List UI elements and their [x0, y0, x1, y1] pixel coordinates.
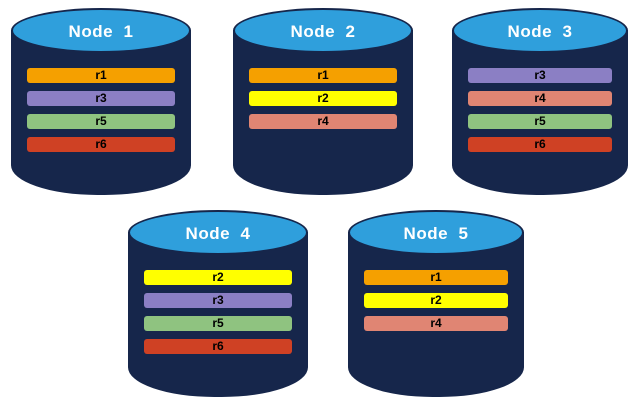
replica-bar-r6[interactable]: r6	[27, 137, 175, 152]
node-1-cylinder-top	[11, 8, 191, 53]
node-4-title: Node 4	[185, 224, 251, 243]
replica-bar-r6[interactable]: r6	[468, 137, 612, 152]
replica-bar-r4[interactable]: r4	[249, 114, 397, 129]
node-3-title: Node 3	[507, 22, 573, 41]
replica-bar-r1[interactable]: r1	[27, 68, 175, 83]
replica-bar-r2[interactable]: r2	[364, 293, 508, 308]
node-4-cylinder-top	[128, 210, 308, 255]
replica-bar-r3[interactable]: r3	[144, 293, 292, 308]
node-2-title: Node 2	[290, 22, 356, 41]
node-3-cylinder-top	[452, 8, 628, 53]
node-4-cylinder-body	[128, 232, 308, 397]
node-1-title: Node 1	[68, 22, 134, 41]
replica-bar-r5[interactable]: r5	[144, 316, 292, 331]
node-2-cylinder-top	[233, 8, 413, 53]
node-3-cylinder-body	[452, 30, 628, 195]
node-5-replica-list: r1 r2 r4	[348, 270, 524, 331]
node-1-replica-list: r1 r3 r5 r6	[11, 68, 191, 152]
replica-bar-r6[interactable]: r6	[144, 339, 292, 354]
replica-bar-r5[interactable]: r5	[468, 114, 612, 129]
replica-bar-r2[interactable]: r2	[249, 91, 397, 106]
node-5-cylinder-top	[348, 210, 524, 255]
node-2-replica-list: r1 r2 r4	[233, 68, 413, 129]
replica-bar-r1[interactable]: r1	[249, 68, 397, 83]
replica-bar-r4[interactable]: r4	[468, 91, 612, 106]
replica-bar-r5[interactable]: r5	[27, 114, 175, 129]
replica-bar-r1[interactable]: r1	[364, 270, 508, 285]
node-5-cylinder-body	[348, 232, 524, 397]
replica-bar-r3[interactable]: r3	[27, 91, 175, 106]
node-5-title: Node 5	[403, 224, 469, 243]
replica-bar-r4[interactable]: r4	[364, 316, 508, 331]
node-4-replica-list: r2 r3 r5 r6	[128, 270, 308, 354]
replica-bar-r3[interactable]: r3	[468, 68, 612, 83]
node-3-replica-list: r3 r4 r5 r6	[452, 68, 628, 152]
replica-bar-r2[interactable]: r2	[144, 270, 292, 285]
